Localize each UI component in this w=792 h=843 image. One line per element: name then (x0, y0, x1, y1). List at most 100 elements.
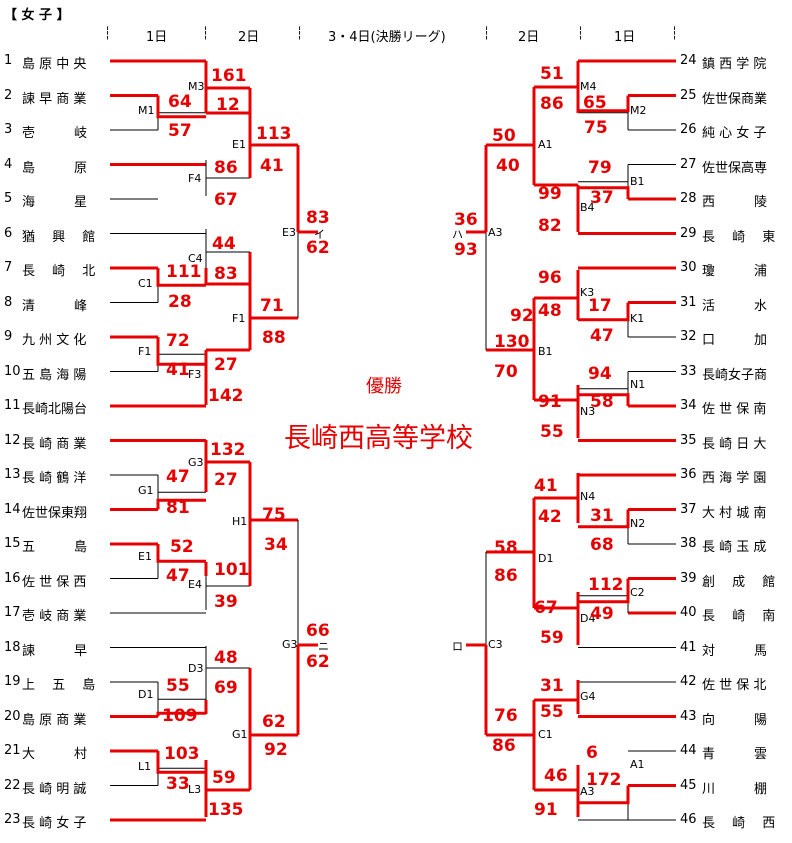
match-score: 33 (166, 774, 190, 794)
header-separator: ┆ (296, 26, 303, 40)
team-name: 鎮 西 学 院 (702, 57, 767, 72)
team-seed-number: 21 (4, 743, 21, 758)
match-score: 49 (590, 604, 614, 624)
team-seed-number: 16 (4, 570, 21, 586)
match-score: 27 (214, 470, 238, 490)
match-code-label: N1 (630, 378, 646, 391)
match-score: 55 (166, 676, 190, 696)
team-name: 上 五 島 (22, 678, 96, 693)
match-score: 83 (214, 264, 238, 284)
match-code-label: D1 (538, 552, 554, 565)
team-seed-number: 10 (4, 363, 21, 379)
team-name: 青 雲 (702, 747, 768, 762)
header-separator: ┆ (483, 26, 490, 40)
match-code-label: D1 (138, 688, 154, 701)
team-name: 活 水 (702, 298, 768, 314)
team-seed-number: 9 (4, 329, 13, 344)
team-seed-number: 11 (4, 398, 21, 413)
match-code-label: B1 (630, 175, 645, 188)
match-score: 92 (510, 306, 534, 326)
match-score: 67 (534, 598, 558, 618)
team-name: 五 島 (22, 540, 88, 555)
match-code-label: M1 (138, 104, 155, 117)
team-seed-number: 18 (4, 639, 21, 655)
match-score: 17 (588, 296, 612, 316)
match-code-label: M2 (630, 104, 647, 117)
match-score: 75 (584, 118, 608, 138)
team-name: 長崎北陽台 (22, 402, 88, 417)
final-league-marker: ハ (452, 228, 463, 241)
team-name: 長 崎 女 子 (22, 816, 87, 831)
match-code-label: M3 (188, 80, 205, 93)
team-name: 向 陽 (702, 712, 768, 728)
team-seed-number: 36 (680, 467, 697, 482)
team-name: 諫 早 商 業 (22, 91, 87, 107)
team-name: 壱 岐 商 業 (22, 609, 87, 624)
match-score: 64 (168, 92, 192, 112)
team-name: 川 棚 (702, 781, 768, 797)
match-code-label: G3 (188, 456, 204, 469)
team-seed-number: 19 (4, 674, 21, 689)
team-seed-number: 26 (680, 122, 697, 137)
match-score: 92 (264, 740, 288, 760)
match-score: 50 (492, 126, 516, 146)
match-score: 70 (494, 362, 518, 382)
match-score: 52 (170, 537, 194, 557)
team-seed-number: 42 (680, 674, 697, 689)
team-seed-number: 44 (680, 743, 697, 758)
team-name: 佐 世 保 西 (22, 574, 87, 590)
match-score: 51 (540, 64, 564, 84)
team-name: 佐 世 保 南 (702, 402, 767, 417)
team-name: 大 村 城 南 (702, 505, 767, 521)
match-code-label: K3 (580, 286, 595, 299)
match-score: 41 (260, 156, 284, 176)
match-code-label: A3 (488, 226, 503, 239)
match-score: 48 (214, 648, 238, 668)
match-score: 112 (588, 575, 624, 595)
match-score: 91 (538, 392, 562, 412)
match-score: 101 (214, 560, 250, 580)
team-seed-number: 17 (4, 605, 21, 620)
winner-path-line (578, 785, 630, 805)
team-name: 対 馬 (702, 643, 768, 659)
match-score: 62 (306, 652, 330, 672)
winner-path-line (578, 95, 630, 113)
match-code-label: D4 (580, 612, 596, 625)
match-code-label: E4 (188, 578, 202, 591)
team-seed-number: 7 (4, 260, 13, 275)
team-seed-number: 29 (680, 225, 697, 241)
winner-path-line (156, 95, 206, 119)
team-name: 佐世保高専 (702, 160, 768, 176)
match-score: 99 (538, 184, 562, 204)
team-seed-number: 40 (680, 605, 697, 620)
winner-path-line (156, 544, 206, 563)
match-code-label: G1 (232, 728, 248, 741)
match-score: 59 (540, 628, 564, 648)
winner-path-line (578, 302, 630, 322)
match-score: 113 (256, 124, 292, 144)
match-score: 28 (168, 292, 192, 312)
match-score: 111 (166, 262, 202, 282)
team-name: 創 成 館 (702, 574, 776, 590)
team-seed-number: 22 (4, 777, 21, 793)
team-name: 佐世保商業 (702, 91, 768, 107)
team-name: 島 原 商 業 (22, 712, 87, 728)
team-seed-number: 31 (680, 294, 697, 310)
team-seed-number: 43 (680, 708, 697, 724)
team-name: 海 星 (22, 195, 88, 210)
match-score: 39 (214, 592, 238, 612)
bracket-title: 【 女 子 】 (4, 8, 70, 23)
match-code-label: E3 (282, 226, 296, 239)
match-score: 72 (166, 331, 190, 351)
team-seed-number: 28 (680, 191, 697, 206)
team-seed-number: 30 (680, 260, 697, 275)
team-seed-number: 1 (4, 53, 13, 68)
match-code-label: B1 (538, 345, 553, 358)
team-name: 長崎女子商 (702, 367, 768, 383)
match-code-label: N2 (630, 517, 646, 530)
team-name: 五 島 海 陽 (22, 367, 87, 383)
team-name: 長 崎 玉 成 (702, 540, 767, 555)
match-score: 68 (590, 535, 614, 555)
team-seed-number: 15 (4, 536, 21, 551)
